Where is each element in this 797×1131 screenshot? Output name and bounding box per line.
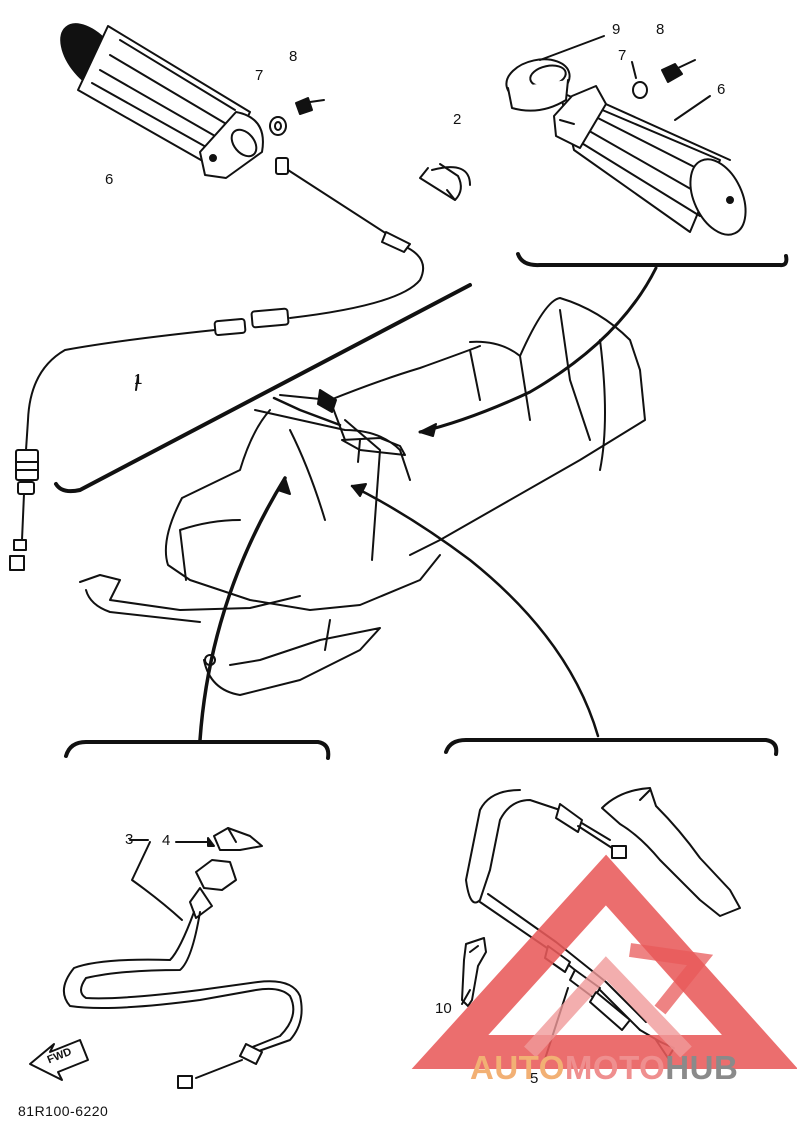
fwd-arrow-icon — [29, 1039, 89, 1081]
callout-6-left: 6 — [105, 171, 114, 188]
callout-7-left: 7 — [255, 67, 264, 84]
callout-10: 10 — [435, 1000, 452, 1017]
right-grip — [553, 85, 747, 236]
callout-8-right: 8 — [656, 21, 665, 38]
right-leader-6 — [674, 95, 711, 121]
left-pointer-line — [198, 476, 287, 742]
callout-7-right: 7 — [618, 47, 627, 64]
callout-8-left: 8 — [289, 48, 298, 65]
right-screw-8 — [661, 59, 696, 83]
watermark-auto: AUTO — [470, 1049, 565, 1086]
strap-10 — [461, 937, 487, 1007]
callout-4: 4 — [162, 832, 171, 849]
diagram-code: 81R100-6220 — [18, 1103, 109, 1119]
watermark-logo-icon — [411, 854, 797, 1069]
callout-2: 2 — [453, 111, 462, 128]
left-nut-7 — [269, 116, 287, 136]
left-divider-line — [54, 283, 472, 494]
right-divider-line — [516, 252, 789, 268]
callout-9: 9 — [612, 21, 621, 38]
right-pointer-line — [418, 266, 658, 434]
snowmobile-body — [79, 297, 646, 696]
watermark-moto: MOTO — [564, 1049, 666, 1086]
ring-9 — [505, 35, 605, 112]
left-grip — [60, 23, 264, 179]
bottom-right-pointer-line — [350, 484, 600, 738]
throttle-cable-1 — [9, 157, 424, 571]
arrow-to-grip — [272, 396, 342, 427]
choke-cable-3 — [63, 827, 303, 1089]
bottom-left-divider — [64, 740, 331, 760]
callout-6-right: 6 — [717, 81, 726, 98]
callout-3: 3 — [125, 831, 134, 848]
watermark-hub: HUB — [665, 1049, 739, 1086]
left-screw-8 — [295, 97, 325, 115]
brake-lever-part — [601, 787, 741, 917]
watermark-text: AUTOMOTOHUB — [470, 1049, 738, 1087]
callout-5: 5 — [530, 1070, 539, 1087]
clip-2 — [419, 163, 471, 201]
right-nut-7 — [631, 61, 648, 99]
callout-1: 1 — [134, 371, 143, 388]
bottom-right-divider — [444, 738, 779, 756]
